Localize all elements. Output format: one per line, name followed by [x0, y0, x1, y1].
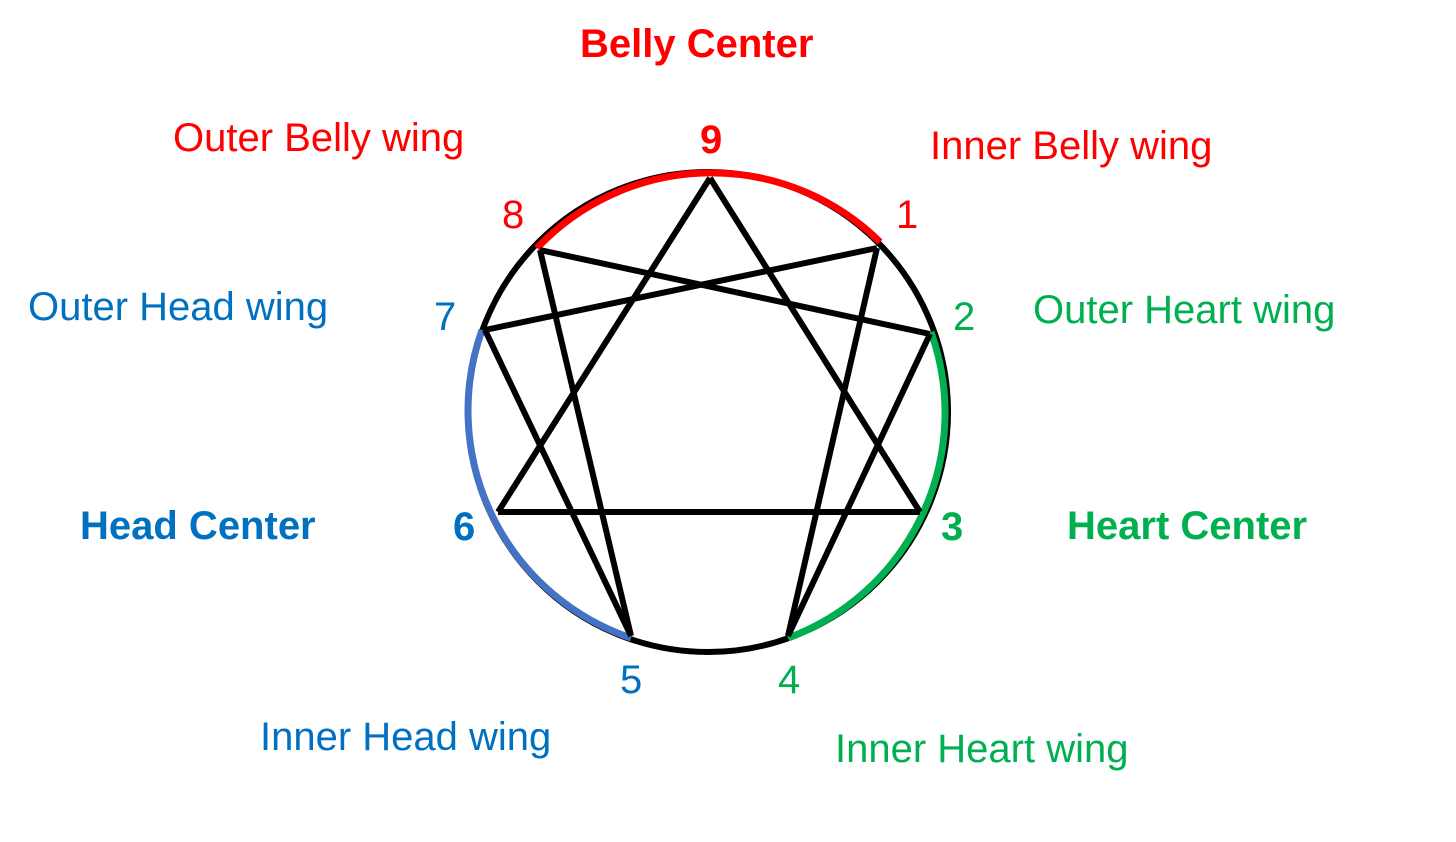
line-7-1	[484, 245, 878, 333]
line-2-8	[539, 247, 931, 337]
belly-center-label: Belly Center	[580, 22, 814, 66]
line-6-9	[495, 176, 713, 514]
outer-heart-wing-label: Outer Heart wing	[1033, 288, 1336, 332]
point-4-label: 4	[778, 658, 801, 702]
point-3-label: 3	[941, 505, 964, 549]
belly-center-arc	[534, 169, 883, 251]
outer-head-wing-label: Outer Head wing	[28, 285, 329, 329]
point-6-label: 6	[453, 505, 476, 549]
point-2-label: 2	[953, 295, 976, 339]
inner-head-wing-label: Inner Head wing	[260, 715, 552, 759]
point-5-label: 5	[620, 658, 643, 702]
inner-heart-wing-label: Inner Heart wing	[835, 727, 1129, 771]
line-9-3	[707, 176, 923, 514]
point-9-label: 9	[700, 118, 723, 162]
outer-belly-wing-label: Outer Belly wing	[173, 116, 465, 160]
line-5-7	[482, 328, 634, 638]
heart-center-arc	[786, 330, 949, 642]
head-center-label: Head Center	[80, 504, 316, 548]
heart-center-label: Heart Center	[1067, 504, 1308, 548]
head-center-arc	[464, 328, 633, 642]
line-4-2	[785, 332, 933, 638]
point-8-label: 8	[502, 193, 525, 237]
line-1-4	[785, 247, 880, 637]
inner-belly-wing-label: Inner Belly wing	[930, 124, 1213, 168]
point-1-label: 1	[896, 193, 919, 237]
point-7-label: 7	[434, 295, 457, 339]
